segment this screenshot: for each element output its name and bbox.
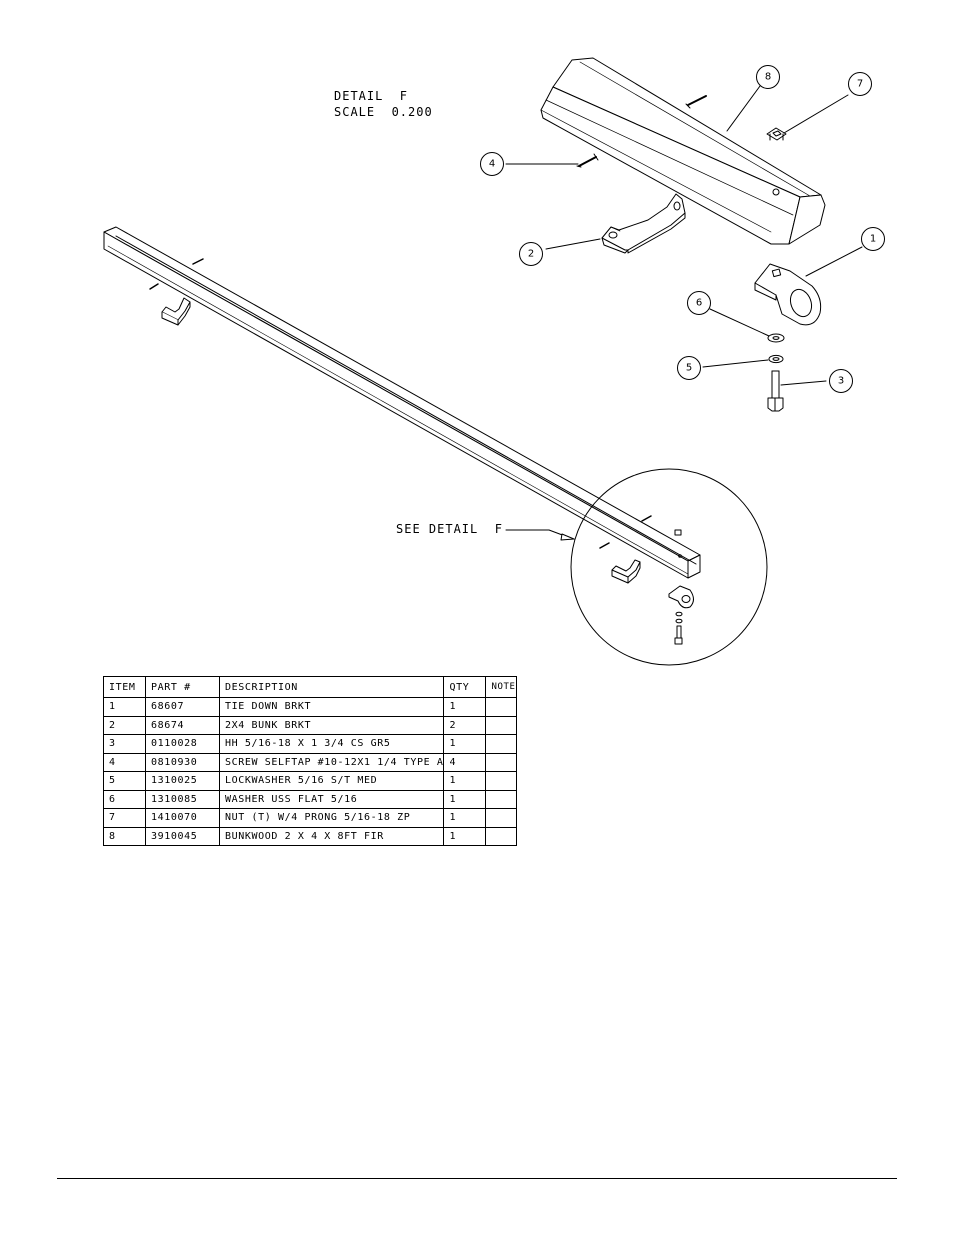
board-screws — [149, 258, 652, 549]
bom-cell-note — [485, 697, 518, 717]
bom-cell-qty: 1 — [443, 734, 487, 754]
bom-cell-part: 0110028 — [145, 734, 220, 754]
balloon-label-8: 8 — [765, 72, 771, 83]
bom-cell-qty: 1 — [443, 826, 487, 846]
bunk-bracket-left — [161, 297, 191, 326]
see-detail-callout: SEE DETAIL F — [396, 522, 503, 536]
bom-cell-item: 1 — [103, 697, 146, 717]
bom-cell-item: 7 — [103, 808, 146, 828]
bom-row: 5 1310025 LOCKWASHER 5/16 S/T MED 1 — [103, 771, 518, 791]
bom-cell-description: WASHER USS FLAT 5/16 — [218, 789, 445, 809]
bom-cell-part: 68674 — [145, 715, 220, 735]
bom-cell-item: 2 — [103, 715, 146, 735]
bom-row: 1 68607 TIE DOWN BRKT 1 — [103, 697, 518, 717]
screw-item-4 — [576, 153, 599, 168]
bunkwood-block — [540, 57, 826, 245]
bom-cell-description: TIE DOWN BRKT — [218, 697, 445, 717]
bom-header-qty: QTY — [443, 676, 487, 698]
bom-cell-description: HH 5/16-18 X 1 3/4 CS GR5 — [218, 734, 445, 754]
flat-washer-item-6 — [767, 333, 785, 343]
bom-cell-qty: 1 — [443, 697, 487, 717]
balloon-label-7: 7 — [857, 79, 863, 90]
bom-header-row: ITEM PART # DESCRIPTION QTY NOTE — [103, 676, 518, 698]
bom-row: 6 1310085 WASHER USS FLAT 5/16 1 — [103, 789, 518, 809]
bom-header-part: PART # — [145, 676, 220, 698]
footer-rule — [57, 1178, 897, 1179]
bom-cell-part: 0810930 — [145, 752, 220, 772]
bom-cell-part: 68607 — [145, 697, 220, 717]
bom-cell-note — [485, 752, 518, 772]
balloon-leaders — [505, 85, 863, 541]
bom-cell-qty: 1 — [443, 771, 487, 791]
bom-cell-description: LOCKWASHER 5/16 S/T MED — [218, 771, 445, 791]
balloon-label-4: 4 — [489, 159, 495, 170]
bom-cell-part: 1310085 — [145, 789, 220, 809]
bom-cell-part: 1310025 — [145, 771, 220, 791]
balloon-label-6: 6 — [696, 298, 702, 309]
bom-cell-item: 3 — [103, 734, 146, 754]
bom-cell-qty: 1 — [443, 789, 487, 809]
bom-cell-item: 6 — [103, 789, 146, 809]
bom-row: 2 68674 2X4 BUNK BRKT 2 — [103, 715, 518, 735]
bunk-board-overview — [103, 226, 701, 579]
bom-row: 7 1410070 NUT (T) W/4 PRONG 5/16-18 ZP 1 — [103, 808, 518, 828]
bom-row: 4 0810930 SCREW SELFTAP #10-12X1 1/4 TYP… — [103, 752, 518, 772]
bom-cell-part: 3910045 — [145, 826, 220, 846]
detail-scale: SCALE 0.200 — [334, 105, 433, 119]
bom-header-description: DESCRIPTION — [218, 676, 445, 698]
balloon-label-3: 3 — [838, 376, 844, 387]
detail-title: DETAIL F — [334, 89, 408, 103]
bom-cell-note — [485, 734, 518, 754]
bom-cell-description: BUNKWOOD 2 X 4 X 8FT FIR — [218, 826, 445, 846]
bom-header-item: ITEM — [103, 676, 146, 698]
bom-cell-note — [485, 808, 518, 828]
bom-cell-description: SCREW SELFTAP #10-12X1 1/4 TYPE A — [218, 752, 445, 772]
bom-cell-note — [485, 826, 518, 846]
bunk-bracket-item-2 — [601, 193, 686, 254]
bom-cell-item: 4 — [103, 752, 146, 772]
balloon-label-1: 1 — [870, 234, 876, 245]
bill-of-materials: ITEM PART # DESCRIPTION QTY NOTE 1 68607… — [103, 676, 518, 846]
balloon-circles — [480, 65, 885, 393]
balloon-label-5: 5 — [686, 363, 692, 374]
bom-cell-part: 1410070 — [145, 808, 220, 828]
balloon-label-2: 2 — [528, 249, 534, 260]
lockwasher-item-5 — [768, 354, 784, 364]
bom-cell-description: 2X4 BUNK BRKT — [218, 715, 445, 735]
bolt-item-3 — [767, 370, 784, 412]
bom-row: 3 0110028 HH 5/16-18 X 1 3/4 CS GR5 1 — [103, 734, 518, 754]
bom-cell-qty: 4 — [443, 752, 487, 772]
bom-header-note: NOTE — [485, 676, 518, 698]
screw-detail-top — [685, 95, 707, 109]
tie-down-bracket-item-1 — [754, 263, 822, 326]
bom-row: 8 3910045 BUNKWOOD 2 X 4 X 8FT FIR 1 — [103, 826, 518, 846]
t-nut-item-7 — [766, 127, 787, 141]
bom-cell-item: 5 — [103, 771, 146, 791]
bom-cell-item: 8 — [103, 826, 146, 846]
bom-cell-note — [485, 715, 518, 735]
bom-cell-qty: 1 — [443, 808, 487, 828]
bom-cell-note — [485, 789, 518, 809]
bom-cell-note — [485, 771, 518, 791]
bom-cell-description: NUT (T) W/4 PRONG 5/16-18 ZP — [218, 808, 445, 828]
bom-cell-qty: 2 — [443, 715, 487, 735]
detail-circle — [570, 468, 768, 666]
